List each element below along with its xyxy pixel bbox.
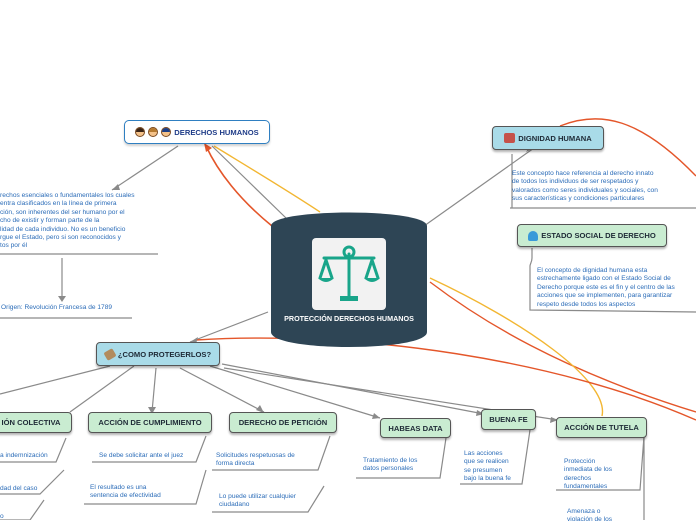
link-central-derechos [211, 145, 287, 219]
dignidad-humana-title: DIGNIDAD HUMANA [518, 133, 592, 143]
accion-cumplimiento-node[interactable]: ACCIÓN DE CUMPLIMIENTO [88, 412, 212, 433]
cumplimiento-note-1: Se debe solicitar ante el juez [99, 452, 184, 459]
tutela-note-2: Amenaza o violación de los [567, 508, 613, 524]
habeas-note-1: Tratamiento de los datos personales [363, 457, 418, 473]
central-title: PROTECCIÓN DERECHOS HUMANOS [284, 314, 414, 323]
link-orange-proteger [195, 337, 696, 421]
link-proteger-buenafe [221, 363, 485, 415]
link-central-proteger [189, 311, 269, 343]
derecho-peticion-node[interactable]: DERECHO DE PETICIÓN [229, 412, 337, 433]
estado-social-node[interactable]: ESTADO SOCIAL DE DERECHO [517, 224, 667, 247]
police-face-icon [161, 127, 172, 137]
estado-social-description: El concepto de dignidad humana esta estr… [537, 267, 675, 308]
man-face-icon [135, 127, 146, 137]
link-proteger-cumplimiento-2 [151, 367, 157, 413]
como-protegerlos-node[interactable]: ¿COMO PROTEGERLOS? [96, 342, 220, 366]
dignidad-humana-node[interactable]: DIGNIDAD HUMANA [492, 126, 604, 150]
colectiva-note-2: dad del caso [0, 485, 38, 492]
accion-tutela-node[interactable]: ACCIÓN DE TUTELA [556, 417, 647, 438]
cumplimiento-note-2: El resultado es una sentencia de efectiv… [90, 484, 161, 500]
como-protegerlos-title: ¿COMO PROTEGERLOS? [117, 349, 212, 359]
peticion-note-1: Solicitudes respetuosas de forma directa [216, 452, 295, 468]
estado-social-title: ESTADO SOCIAL DE DERECHO [541, 231, 656, 240]
peticion-note-2: Lo puede utilizar cualquier ciudadano [219, 493, 296, 509]
link-orange-dignidad [559, 118, 696, 177]
couple-icon [504, 133, 516, 143]
link-yellow-derechos [213, 145, 321, 213]
link-derechos-description [111, 145, 179, 191]
person-icon [528, 230, 539, 241]
habeas-data-node[interactable]: HABEAS DATA [380, 418, 451, 438]
link-yellow-tutela [429, 277, 604, 417]
woman-face-icon [148, 127, 159, 137]
derechos-description: rechos esenciales o fundamentales los cu… [0, 192, 135, 250]
link-proteger-habeas [209, 365, 381, 419]
buena-fe-note-1: Las acciones que se realicen se presumen… [464, 450, 511, 483]
link-proteger-peticion [179, 367, 265, 413]
colectiva-note-1: a indemnización [0, 452, 48, 459]
derechos-humanos-title: DERECHOS HUMANOS [174, 127, 259, 137]
derechos-origin: Origen: Revolución Francesa de 1789 [1, 304, 113, 311]
tutela-note-1: Protección inmediata de los derechos fun… [564, 458, 613, 491]
dignidad-description: Este concepto hace referencia al derecho… [512, 170, 658, 203]
gavel-icon [103, 347, 117, 361]
colectiva-note-3: o [0, 513, 4, 520]
link-orange-tutela [429, 281, 696, 413]
derechos-humanos-node[interactable]: DERECHOS HUMANOS [124, 120, 270, 144]
scales-of-justice-icon [312, 238, 386, 310]
link-central-dignidad [423, 147, 535, 227]
link-orange-derechos [205, 145, 273, 227]
accion-colectiva-node[interactable]: IÓN COLECTIVA [0, 412, 72, 433]
link-proteger-colectiva [0, 365, 111, 395]
buena-fe-node[interactable]: BUENA FE [481, 409, 536, 430]
link-proteger-cumplimiento [69, 365, 135, 413]
